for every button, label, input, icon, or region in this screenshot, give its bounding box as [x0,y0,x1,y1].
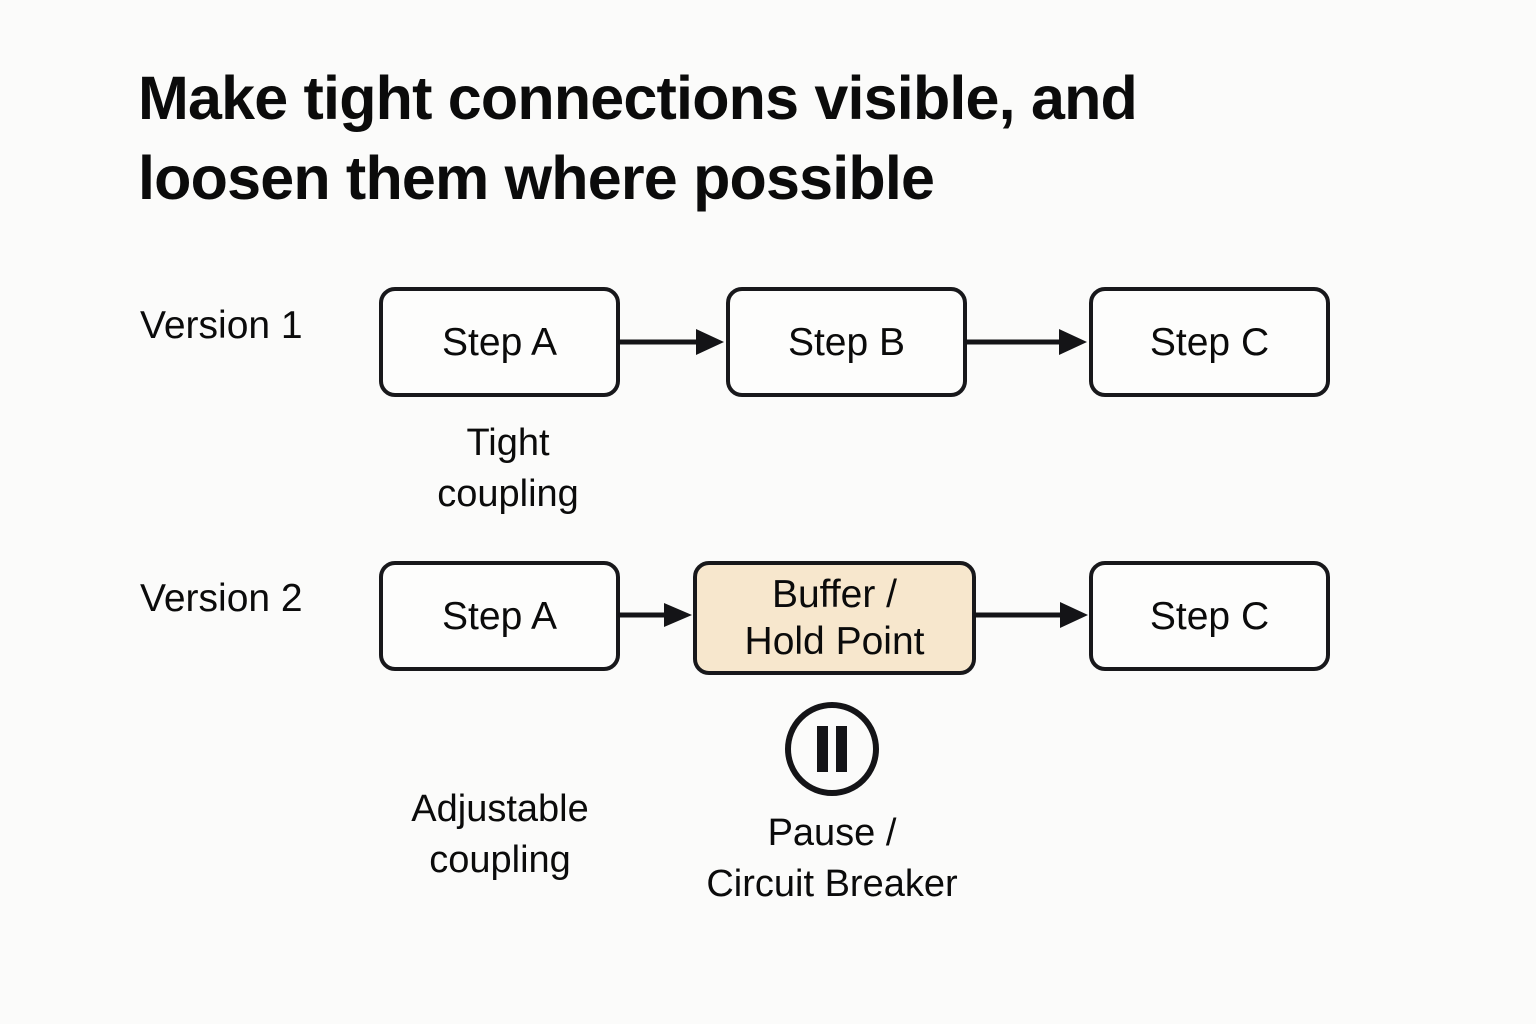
node-label: Step B [787,320,906,364]
node-label: Buffer / Hold Point [744,573,925,663]
connector-step-a-to-buffer [618,600,696,630]
connector-step-a-to-step-b [618,327,728,357]
connector-buffer-to-step-c [974,600,1092,630]
row-label-version-1: Version 1 [140,304,303,347]
page-title: Make tight connections visible, and loos… [138,64,1138,212]
node-step-c-version-2[interactable]: Step C [1089,561,1330,671]
caption-tight-coupling: Tight coupling [437,422,579,515]
node-label: Step A [442,320,557,364]
row-label-version-2: Version 2 [140,577,303,620]
node-buffer-hold-point[interactable]: Buffer / Hold Point [693,561,976,675]
node-label: Step C [1149,320,1270,364]
node-step-b-version-1[interactable]: Step B [726,287,967,397]
node-step-c-version-1[interactable]: Step C [1089,287,1330,397]
connector-step-b-to-step-c [965,327,1091,357]
node-label: Step A [442,594,557,638]
pause-circle-icon [784,701,880,797]
caption-pause-circuit-breaker: Pause / Circuit Breaker [706,812,958,905]
caption-adjustable-coupling: Adjustable coupling [411,788,589,881]
node-step-a-version-2[interactable]: Step A [379,561,620,671]
node-label: Step C [1149,594,1270,638]
node-step-a-version-1[interactable]: Step A [379,287,620,397]
